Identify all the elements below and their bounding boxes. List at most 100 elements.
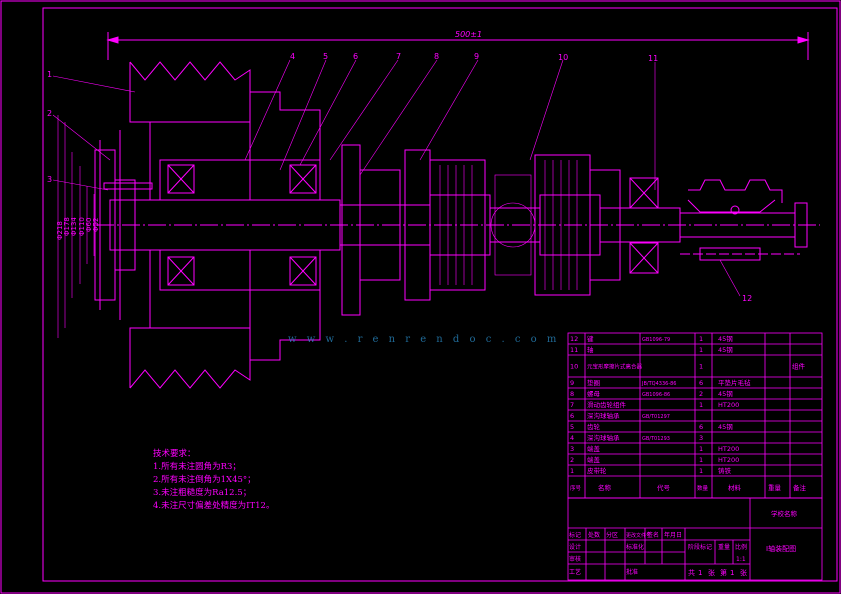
bom-row-name: 滑动齿轮组件 [587, 400, 627, 409]
diameter-dimensions [57, 115, 95, 338]
bom-row-material: 45钢 [718, 346, 733, 354]
std-label: 标准化 [626, 543, 644, 551]
bom-header-no: 序号 [570, 484, 582, 492]
bom-row-name: 键 [587, 334, 594, 343]
bom-row-name: 元宝形摩擦片式离合器 [587, 363, 643, 371]
overall-dimension [106, 32, 810, 60]
bom-row-qty: 1 [699, 467, 703, 475]
bom-row-code: GB/T01297 [642, 414, 670, 420]
bom-row-name: 垫圈 [587, 378, 600, 387]
note-item: 2.所有未注倒角为1X45°； [153, 475, 256, 485]
notes-title: 技术要求： [153, 449, 196, 459]
bom-row-material: 平垫片毛毡 [718, 378, 751, 387]
bom-row-qty: 6 [699, 423, 703, 431]
bom-header-weight: 重量 [768, 484, 782, 492]
bom-table [567, 332, 823, 499]
bom-row-no: 9 [570, 379, 574, 387]
bom-row-material: 45钢 [718, 390, 733, 398]
bom-row-no: 5 [570, 423, 574, 431]
bom-row-no: 7 [570, 401, 574, 409]
approve-label: 批准 [626, 568, 638, 576]
bom-row-no: 3 [570, 445, 574, 453]
bom-row-name: 齿轮 [587, 422, 601, 431]
bom-row-no: 2 [570, 456, 574, 464]
bom-row-name: 深沟球轴承 [587, 411, 620, 420]
bom-row-qty: 1 [699, 363, 703, 371]
note-item: 3.未注粗糙度为Ra12.5； [153, 488, 252, 498]
role-label: 工艺 [569, 568, 581, 576]
diameter-label: Φ134 [70, 217, 78, 236]
drawing-name: I轴装配图 [766, 544, 796, 553]
title-block-text: 学校名称 I轴装配图 标记 处数 分区 更改文件号 签名 年月日 设计 标准化 … [569, 509, 798, 577]
bom-row-name: 端盖 [587, 455, 601, 464]
bom-row-no: 6 [570, 412, 574, 420]
bom-header-note: 备注 [793, 483, 807, 492]
bom-row-qty: 3 [699, 434, 703, 442]
shaft-end-fork [680, 179, 800, 261]
bearing-housing [159, 91, 321, 361]
bom-row-code: GB/T01293 [642, 436, 670, 442]
balloon-8: 8 [434, 52, 439, 61]
bom-row-name: 轴 [587, 345, 594, 354]
bom-row-material: 45钢 [718, 423, 733, 431]
balloon-1: 1 [47, 70, 52, 79]
bom-row-material: HT200 [718, 401, 739, 409]
balloon-6: 6 [353, 52, 358, 61]
balloon-5: 5 [323, 52, 328, 61]
bom-row-name: 皮带轮 [587, 466, 607, 475]
diameter-label: Φ178 [63, 217, 71, 236]
balloon-10: 10 [558, 53, 568, 62]
school-name: 学校名称 [771, 509, 798, 518]
sheet-no-unit: 张 [740, 568, 747, 577]
scale-label: 比例 [735, 543, 747, 551]
bom-header-material: 材料 [728, 483, 742, 492]
diameter-label: Φ60 [85, 218, 93, 232]
balloon-2: 2 [47, 109, 52, 118]
balloon-7: 7 [396, 52, 401, 61]
rev-label: 签名 [647, 531, 659, 539]
bom-row-qty: 2 [699, 390, 703, 398]
leaders [52, 59, 741, 297]
bom-row-qty: 1 [699, 401, 703, 409]
overall-dimension-text: 500±1 [455, 30, 482, 39]
bom-row-note: 组件 [792, 362, 806, 371]
note-item: 4.未注尺寸偏差处精度为IT12。 [153, 501, 275, 511]
diameter-labels: Φ218 Φ178 Φ134 Φ110 Φ60 Φ52 [56, 217, 100, 240]
clutch [439, 160, 578, 290]
weight-label: 重量 [718, 543, 730, 551]
bearings [167, 164, 659, 286]
inner-border [42, 7, 838, 582]
balloon-3: 3 [47, 175, 52, 184]
sheet-total: 1 [698, 569, 702, 577]
sheet-total-label: 共 [688, 568, 695, 577]
sheet-total-unit: 张 [708, 568, 715, 577]
rev-label: 分区 [606, 531, 618, 539]
bom-row-name: 深沟球轴承 [587, 433, 620, 442]
bom-row-no: 10 [570, 363, 578, 371]
balloon-9: 9 [474, 52, 479, 61]
bom-row-code: GB1096-86 [642, 392, 670, 398]
title-block [567, 497, 823, 581]
bom-row-no: 12 [570, 335, 578, 343]
bom-row-code: JB/TQ4336-86 [641, 381, 676, 387]
watermark-text: w w w . r e n r e n d o c . c o m [288, 334, 560, 345]
bom-header-name: 名称 [598, 483, 612, 492]
bom-row-no: 8 [570, 390, 574, 398]
gears [341, 144, 621, 316]
rev-label: 年月日 [664, 531, 682, 539]
rev-label: 更改文件号 [626, 532, 651, 539]
bom-row-material: 45钢 [718, 335, 733, 343]
rev-label: 处数 [588, 531, 600, 539]
bom-row-code: GB1096-79 [642, 337, 670, 343]
sheet-no-label: 第 [720, 568, 727, 577]
bom-row-qty: 6 [699, 379, 703, 387]
note-item: 1.所有未注圆角为R3； [153, 462, 241, 472]
end-covers [94, 149, 153, 301]
balloon-4: 4 [290, 52, 295, 61]
bom-row-qty: 1 [699, 456, 703, 464]
diameter-label: Φ218 [56, 221, 64, 240]
bom-row-material: HT200 [718, 456, 739, 464]
bom-header-qty: 数量 [697, 484, 709, 492]
